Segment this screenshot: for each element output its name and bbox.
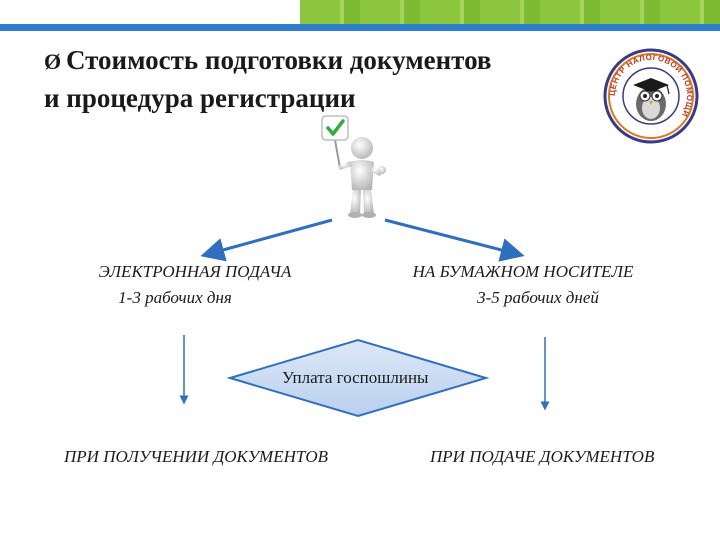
top-decorative-bar <box>0 0 720 31</box>
title-line-1: Стоимость подготовки документов <box>66 45 492 75</box>
outcome-on-submission: ПРИ ПОДАЧЕ ДОКУМЕНТОВ <box>430 447 655 466</box>
electronic-submission-duration: 1-3 рабочих дня <box>118 288 232 307</box>
title-line-2: и процедура регистрации <box>44 83 356 113</box>
top-bar-blue-line <box>0 24 720 31</box>
paper-submission-duration: 3-5 рабочих дней <box>477 288 599 307</box>
top-bar-green-stripe <box>300 0 720 24</box>
paper-submission-heading: НА БУМАЖНОМ НОСИТЕЛЕ <box>412 262 634 281</box>
person-with-check-sign-icon <box>321 115 386 218</box>
owl-logo-icon: ЦЕНТР НАЛОГОВОЙ ПОМОЩИ <box>603 48 699 144</box>
fee-label: Уплата госпошлины <box>282 368 429 387</box>
electronic-submission-heading: ЭЛЕКТРОННАЯ ПОДАЧА <box>98 262 292 281</box>
arrow-to-electronic <box>200 218 333 262</box>
arrow-to-paper <box>384 218 525 262</box>
outcome-on-receipt: ПРИ ПОЛУЧЕНИИ ДОКУМЕНТОВ <box>64 447 328 466</box>
bullet-icon: Ø <box>44 49 62 74</box>
